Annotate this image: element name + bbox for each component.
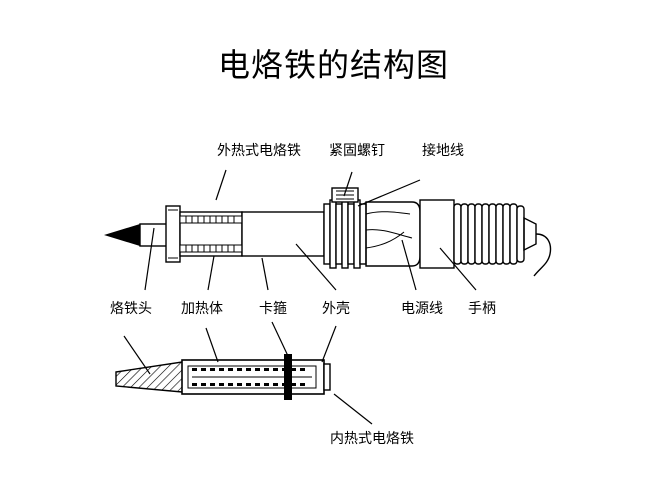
tip-cone xyxy=(104,224,140,246)
internal-iron-drawing xyxy=(115,354,331,400)
inner-end xyxy=(323,363,331,391)
handle-grip xyxy=(453,203,525,265)
label-external-iron: 外热式电烙铁 xyxy=(217,143,301,159)
handle-endcap xyxy=(523,216,537,252)
leader-lines-bottom xyxy=(123,321,373,425)
label-power-wire: 电源线 xyxy=(401,301,443,317)
label-tip: 烙铁头 xyxy=(110,301,152,317)
external-iron-drawing xyxy=(104,187,552,277)
label-ground-wire: 接地线 xyxy=(422,143,464,159)
diagram-title: 电烙铁的结构图 xyxy=(217,46,449,84)
label-heater: 加热体 xyxy=(181,301,223,317)
front-nut xyxy=(165,205,181,263)
label-shell: 外壳 xyxy=(322,301,350,317)
leader-lines-top xyxy=(144,169,477,291)
connector-ribs xyxy=(323,199,367,269)
label-set-screw: 紧固螺钉 xyxy=(329,143,385,159)
shell-tube xyxy=(241,211,325,257)
label-internal-iron: 内热式电烙铁 xyxy=(330,431,414,447)
inner-clamp xyxy=(284,354,292,400)
label-clamp: 卡箍 xyxy=(259,301,287,317)
power-cord xyxy=(533,233,552,277)
label-handle: 手柄 xyxy=(468,301,496,317)
